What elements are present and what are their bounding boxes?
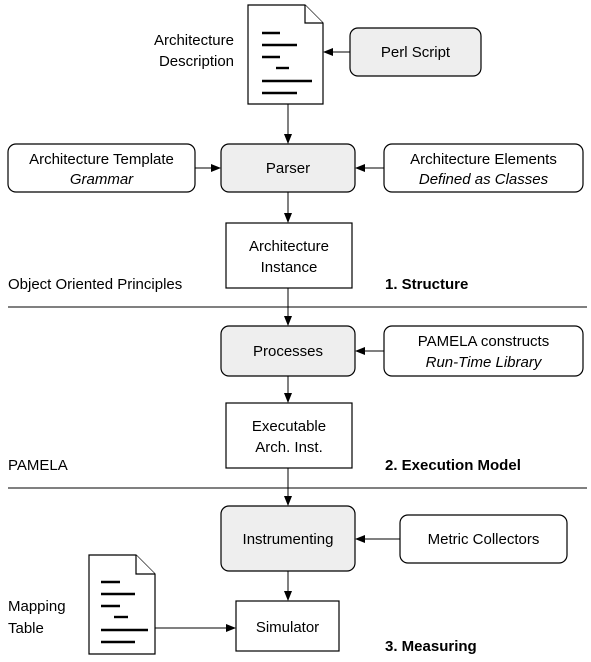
executable-arch-inst-label-line2: Arch. Inst. bbox=[255, 439, 323, 456]
simulator-box bbox=[235, 600, 340, 652]
structure-section-label: 1. Structure bbox=[385, 276, 468, 293]
mapping-table-label-line2: Table bbox=[8, 620, 44, 637]
architecture-description-document-icon bbox=[247, 4, 324, 105]
architecture-instance-label-line2: Instance bbox=[261, 259, 318, 276]
object-oriented-principles-label: Object Oriented Principles bbox=[8, 276, 182, 293]
measuring-section-label: 3. Measuring bbox=[385, 638, 477, 655]
perl-script-label: Perl Script bbox=[381, 44, 451, 61]
execution-model-section-label: 2. Execution Model bbox=[385, 457, 521, 474]
architecture-elements-label: Architecture Elements bbox=[410, 151, 557, 168]
executable-arch-inst-label-line1: Executable bbox=[252, 418, 326, 435]
executable-arch-inst-box bbox=[225, 402, 353, 469]
architecture-template-grammar-label: Grammar bbox=[70, 171, 134, 188]
mapping-table-document-icon bbox=[88, 554, 156, 655]
parser-label: Parser bbox=[266, 160, 310, 177]
architecture-template-label: Architecture Template bbox=[29, 151, 174, 168]
simulator-label: Simulator bbox=[256, 619, 319, 636]
run-time-library-label: Run-Time Library bbox=[426, 354, 543, 371]
pamela-section-left-label: PAMELA bbox=[8, 457, 68, 474]
architecture-description-label-line2: Description bbox=[159, 53, 234, 70]
metric-collectors-label: Metric Collectors bbox=[428, 531, 540, 548]
architecture-description-label-line1: Architecture bbox=[154, 32, 234, 49]
mapping-table-label-line1: Mapping bbox=[8, 598, 66, 615]
architecture-instance-label-line1: Architecture bbox=[249, 238, 329, 255]
pamela-constructs-label: PAMELA constructs bbox=[418, 333, 549, 350]
architecture-instance-box bbox=[225, 222, 353, 289]
instrumenting-label: Instrumenting bbox=[243, 531, 334, 548]
processes-label: Processes bbox=[253, 343, 323, 360]
architecture-elements-classes-label: Defined as Classes bbox=[419, 171, 549, 188]
